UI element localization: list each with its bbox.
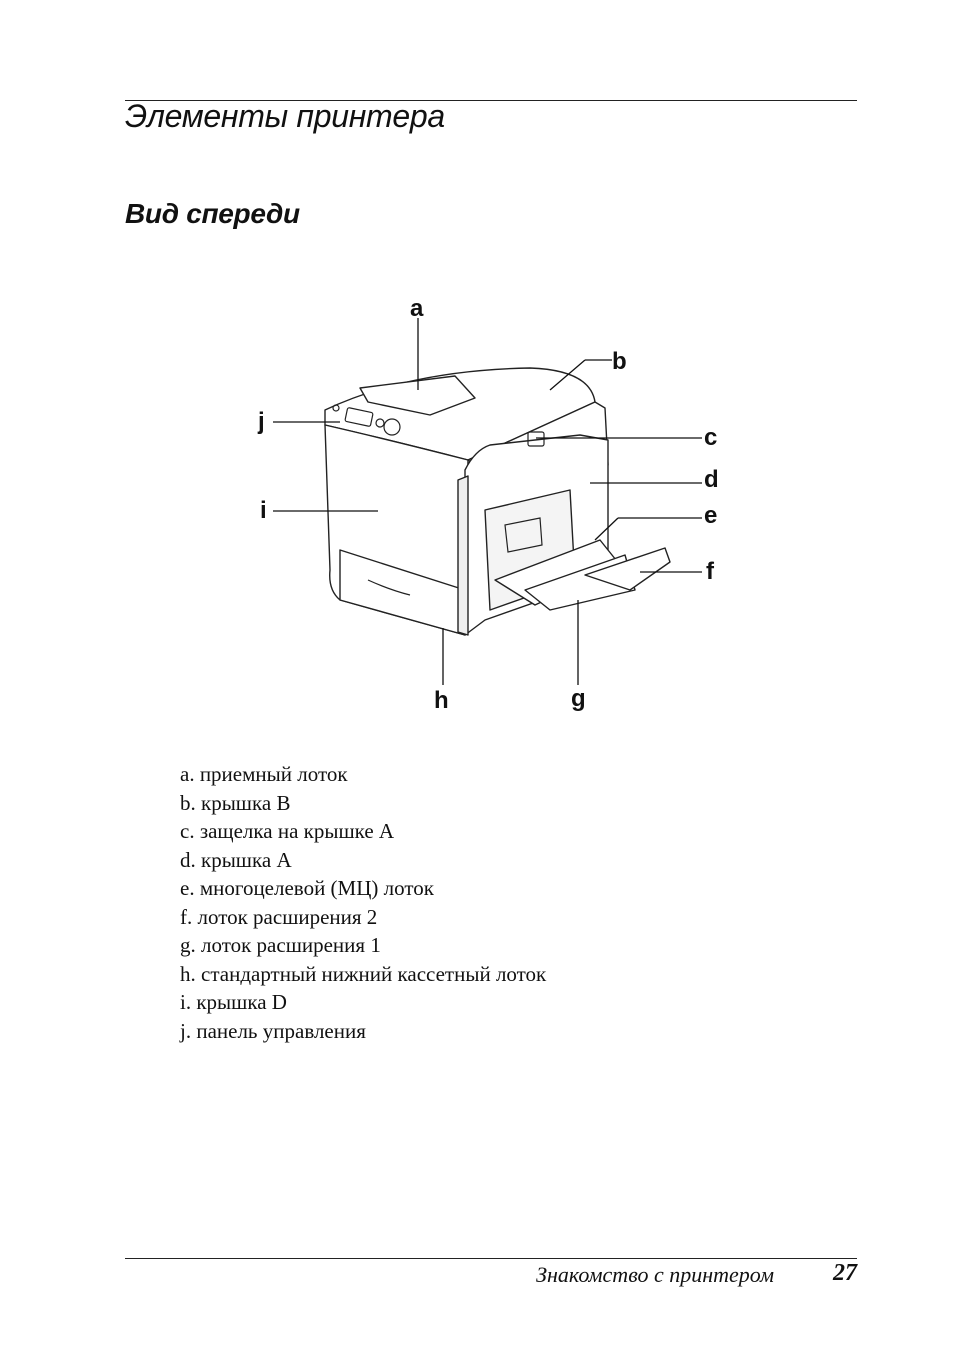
section-heading: Вид спереди (125, 198, 300, 229)
footer-rule (125, 1258, 857, 1259)
legend-item-c: c. защелка на крышке A (180, 819, 395, 843)
page-number: 27 (833, 1260, 857, 1286)
legend-item-j: j. панель управления (180, 1018, 366, 1043)
legend-item-f: f. лоток расширения 2 (180, 904, 378, 929)
legend-item-e: e. многоцелевой (МЦ) лоток (180, 876, 434, 900)
callout-g: g (571, 685, 586, 712)
printer-illustration: a b c d e f g h i j (240, 290, 740, 720)
printer-diagram: a b c d e f g h i j (257, 295, 719, 714)
legend-item-i: i. крышка D (180, 990, 287, 1014)
legend-item-a: a. приемный лоток (180, 762, 348, 786)
callout-j: j (257, 408, 265, 435)
callout-a: a (410, 295, 424, 322)
callout-e: e (704, 502, 717, 529)
callout-c: c (704, 424, 717, 451)
printer-body (324, 367, 671, 636)
printer-details (332, 404, 545, 596)
footer-section-title: Знакомство с принтером (536, 1262, 774, 1287)
page-title: Элементы принтера (125, 98, 445, 134)
callout-f: f (706, 558, 715, 585)
legend-item-b: b. крышка B (180, 790, 291, 815)
callout-b: b (612, 348, 627, 375)
header-rule (125, 100, 857, 101)
legend-item-h: h. стандартный нижний кассетный лоток (180, 961, 547, 986)
callout-i: i (260, 497, 267, 524)
legend-item-d: d. крышка A (180, 847, 292, 872)
callout-lines (273, 318, 702, 685)
callout-d: d (704, 466, 719, 493)
parts-legend: a. приемный лоток b. крышка B c. защелка… (180, 760, 546, 1045)
callout-h: h (434, 687, 449, 714)
legend-item-g: g. лоток расширения 1 (180, 933, 381, 957)
